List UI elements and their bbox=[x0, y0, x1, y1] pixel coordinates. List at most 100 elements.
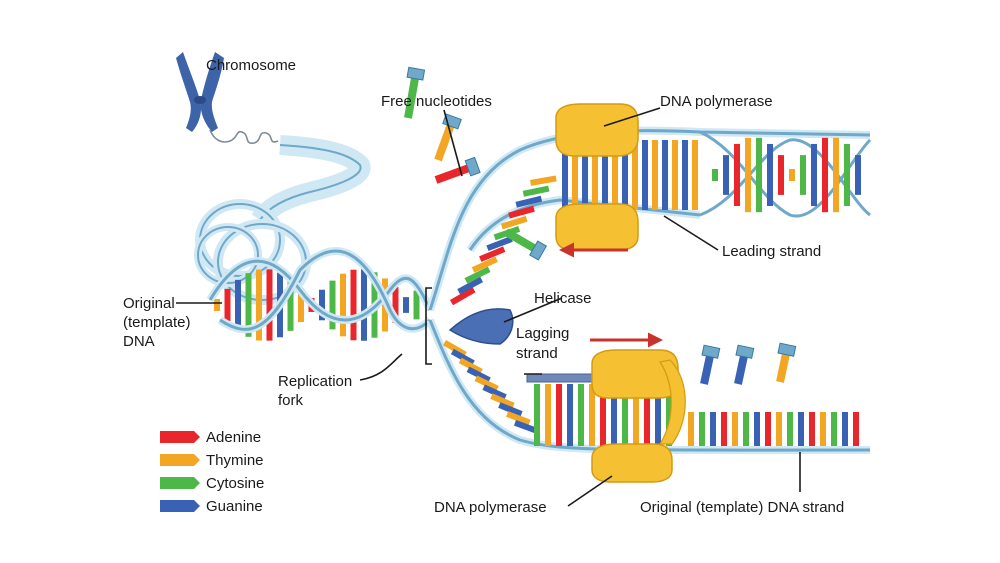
leader-lines bbox=[176, 107, 801, 507]
free-nucleotides-lower bbox=[700, 342, 797, 385]
upper-base-pair bbox=[500, 215, 528, 230]
label-template-strand: Original (template) DNA strand bbox=[640, 499, 844, 516]
lower-base-pair bbox=[765, 412, 771, 446]
legend-item-cytosine: Cytosine bbox=[160, 475, 264, 492]
upper-base-pair bbox=[662, 140, 668, 210]
lower-base-pair bbox=[809, 412, 815, 446]
legend-label-cytosine: Cytosine bbox=[206, 475, 264, 492]
label-replication-fork-line1: Replication bbox=[278, 373, 352, 390]
upper-base-pair bbox=[844, 143, 850, 207]
replication-fork-bracket bbox=[425, 287, 432, 365]
parent-base-pair bbox=[256, 269, 262, 341]
lower-base-pair bbox=[820, 412, 826, 446]
lower-base-pair bbox=[776, 412, 782, 446]
label-leading-strand: Leading strand bbox=[722, 243, 821, 260]
legend-item-guanine: Guanine bbox=[160, 498, 263, 515]
upper-base-pair bbox=[652, 140, 658, 210]
lower-base-pair bbox=[600, 384, 606, 446]
upper-base-pair bbox=[767, 143, 773, 207]
upper-fork-base-pairs bbox=[450, 137, 861, 306]
legend-swatch-adenine bbox=[160, 431, 200, 443]
lower-base-pair bbox=[482, 384, 507, 400]
lower-fork-base-pairs bbox=[443, 339, 859, 446]
lower-base-pair bbox=[743, 412, 749, 446]
lower-base-pair bbox=[666, 384, 672, 446]
upper-base-pair bbox=[672, 140, 678, 210]
lower-base-pair bbox=[732, 412, 738, 446]
lower-base-pair bbox=[513, 420, 539, 434]
parent-base-pair bbox=[361, 269, 367, 341]
lower-fork-strands bbox=[426, 318, 871, 455]
lower-base-pair bbox=[721, 412, 727, 446]
upper-base-pair bbox=[778, 155, 784, 195]
lower-base-pair bbox=[655, 384, 661, 446]
upper-base-pair bbox=[734, 143, 740, 207]
upper-base-pair bbox=[508, 205, 535, 219]
lower-base-pair bbox=[644, 384, 650, 446]
label-dna-polymerase-top: DNA polymerase bbox=[660, 93, 773, 110]
upper-base-pair bbox=[479, 246, 506, 262]
upper-base-pair bbox=[811, 143, 817, 207]
parent-base-pair bbox=[266, 269, 273, 341]
legend-item-adenine: Adenine bbox=[160, 429, 261, 446]
parent-base-pair bbox=[340, 273, 346, 337]
upper-base-pair bbox=[632, 140, 638, 210]
legend: Adenine Thymine Cytosine Guanine bbox=[160, 429, 264, 515]
upper-base-pair bbox=[457, 276, 484, 295]
dna-polymerase-bottom-icon bbox=[591, 349, 686, 483]
free-nucleotides-upper bbox=[404, 66, 548, 261]
label-chromosome: Chromosome bbox=[206, 57, 296, 74]
upper-base-pair bbox=[789, 169, 795, 181]
lower-base-pair bbox=[534, 384, 540, 446]
legend-swatch-guanine bbox=[160, 500, 200, 512]
lower-base-pair bbox=[688, 412, 694, 446]
parent-base-pair bbox=[392, 287, 399, 323]
upper-base-pair bbox=[800, 155, 806, 195]
label-lagging-strand-line2: strand bbox=[516, 345, 558, 362]
lower-base-pair bbox=[699, 412, 705, 446]
label-original-dna-line3: DNA bbox=[123, 333, 155, 350]
helicase-icon bbox=[448, 308, 514, 345]
lower-base-pair bbox=[611, 384, 617, 446]
upper-base-pair bbox=[582, 140, 588, 210]
lower-base-pair bbox=[474, 375, 499, 392]
legend-label-guanine: Guanine bbox=[206, 498, 263, 515]
upper-base-pair bbox=[464, 266, 491, 284]
lower-base-pair bbox=[450, 348, 475, 366]
upper-base-pair bbox=[712, 169, 718, 181]
legend-swatch-cytosine bbox=[160, 477, 200, 489]
lower-base-pair bbox=[506, 411, 531, 426]
legend-label-adenine: Adenine bbox=[206, 429, 261, 446]
dna-polymerase-top-icon bbox=[555, 103, 639, 251]
label-lagging-strand-line1: Lagging bbox=[516, 325, 569, 342]
upper-base-pair bbox=[855, 155, 861, 195]
label-replication-fork-line2: fork bbox=[278, 392, 304, 409]
parent-base-pair bbox=[298, 287, 304, 323]
parent-base-pair bbox=[350, 269, 357, 341]
upper-base-pair bbox=[529, 175, 557, 186]
legend-label-thymine: Thymine bbox=[206, 452, 264, 469]
lower-base-pair bbox=[710, 412, 716, 446]
upper-base-pair bbox=[723, 155, 729, 195]
upper-base-pair bbox=[522, 185, 550, 197]
upper-base-pair bbox=[572, 140, 578, 210]
upper-base-pair bbox=[450, 287, 476, 306]
lower-base-pair bbox=[589, 384, 595, 446]
lower-base-pair bbox=[567, 384, 573, 446]
upper-base-pair bbox=[612, 140, 618, 210]
upper-base-pair bbox=[592, 140, 598, 210]
upper-base-pair bbox=[486, 236, 513, 252]
lower-base-pair bbox=[578, 384, 584, 446]
upper-base-pair bbox=[692, 140, 698, 210]
label-dna-polymerase-bottom: DNA polymerase bbox=[434, 499, 547, 516]
lower-base-pair bbox=[853, 412, 859, 446]
label-helicase: Helicase bbox=[534, 290, 592, 307]
upper-base-pair bbox=[822, 137, 828, 213]
lower-base-pair bbox=[754, 412, 760, 446]
upper-base-pair bbox=[756, 137, 762, 213]
lower-base-pair bbox=[556, 384, 562, 446]
parent-base-pair bbox=[214, 299, 220, 311]
label-free-nucleotides: Free nucleotides bbox=[381, 93, 492, 110]
upper-base-pair bbox=[622, 140, 628, 210]
lower-base-pair bbox=[490, 393, 515, 409]
